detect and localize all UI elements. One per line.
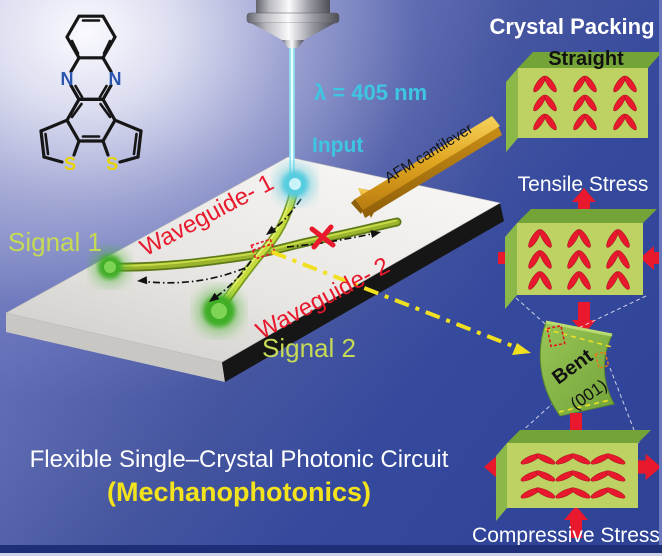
compressive-crystal-block [484,413,661,538]
objective-lens [246,0,340,48]
atom-n-right: N [109,69,122,89]
atom-s-left: S [64,154,76,174]
straight-crystal-block [506,52,662,152]
input-glow-dot [275,164,315,204]
bent-crystal [539,320,615,417]
straight-label: Straight [548,48,624,70]
afm-cantilever-graphic [351,116,502,218]
molecule-structure: N N S S [39,14,143,174]
compressive-stress-label: Compressive Stress [472,524,660,547]
signal2-glow-dot [195,287,243,335]
tensile-crystal-block [498,188,662,334]
tensile-stress-label: Tensile Stress [517,173,649,196]
frame-right-border [659,0,662,556]
caption-line1: Flexible Single–Crystal Photonic Circuit [29,446,449,473]
frame-bottom-navy [0,545,662,553]
atom-s-right: S [106,154,118,174]
input-label: Input [312,134,364,157]
signal1-glow-dot [91,248,129,286]
signal2-label: Signal 2 [262,333,356,363]
blocked-x-mark [309,224,336,250]
frame-bottom-border [0,545,662,556]
frame-bottom-light [0,553,662,556]
atom-n-left: N [61,69,74,89]
caption-line2: (Mechanophotonics) [107,477,371,507]
signal1-label: Signal 1 [8,227,102,257]
crystal-packing-title: Crystal Packing [489,14,655,39]
bent-pointer-arrow [271,250,531,355]
wavelength-label: λ = 405 nm [314,80,428,105]
